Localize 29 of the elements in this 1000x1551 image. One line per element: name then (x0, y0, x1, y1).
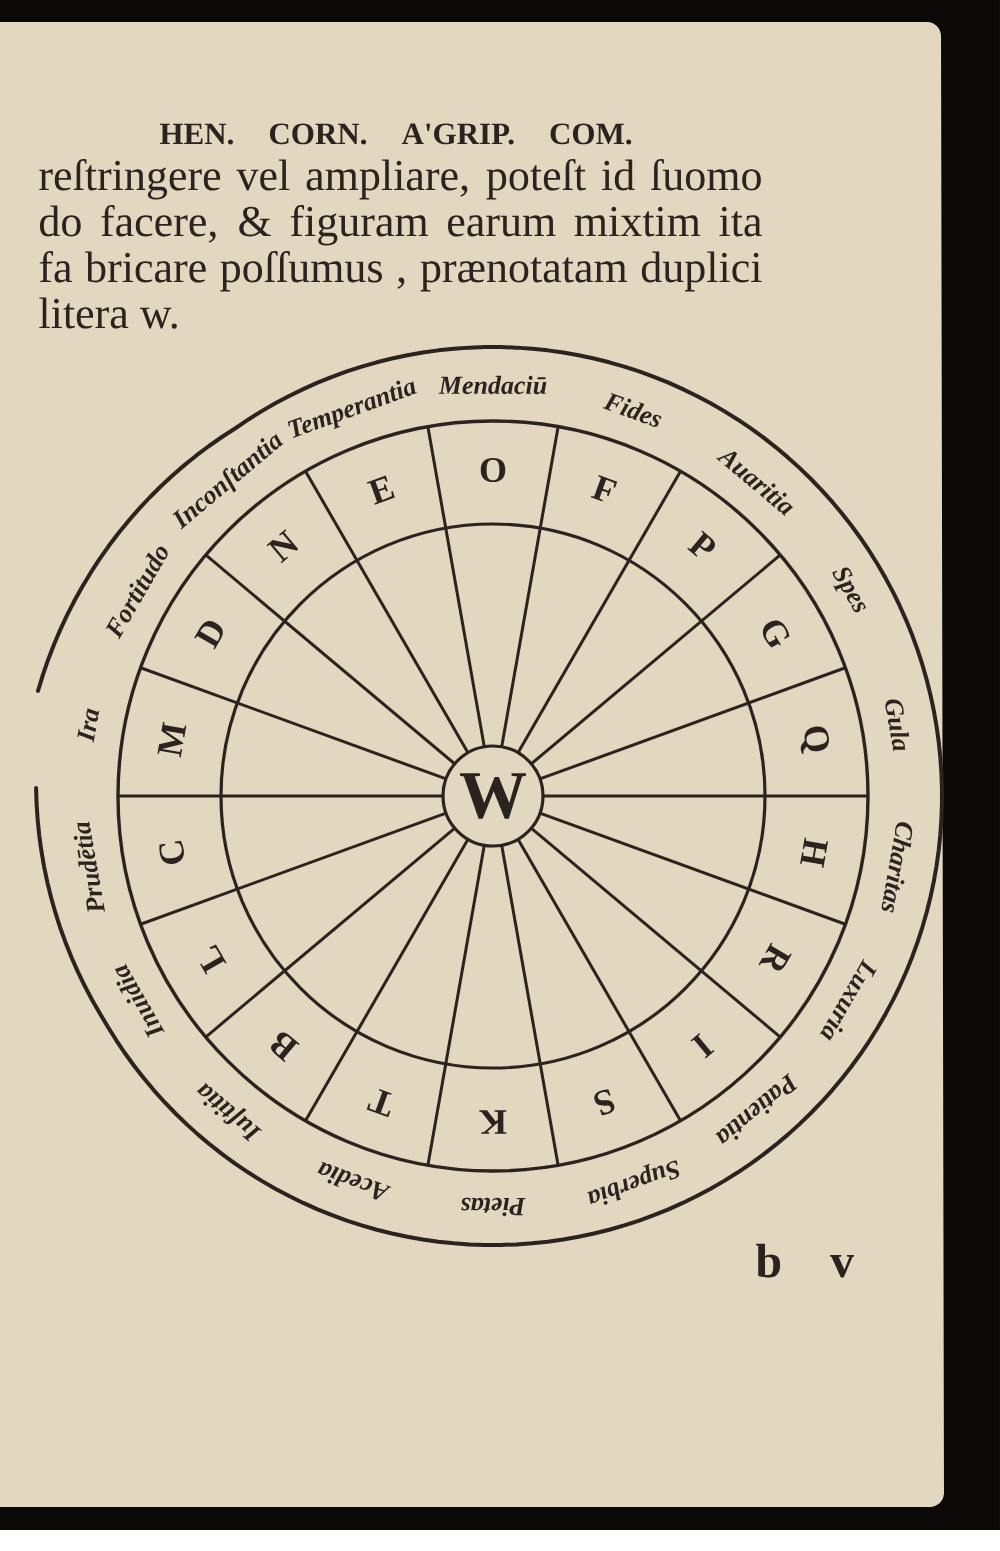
sector-letter: E (366, 475, 395, 505)
sector-letter: M (157, 721, 187, 758)
ring-word: Acedia (317, 1161, 392, 1200)
ring-word: Prudētia (73, 821, 105, 912)
signature-mark: b v (756, 1243, 855, 1278)
sector-letter: F (590, 475, 618, 502)
sector-letter: L (200, 944, 227, 975)
running-head: HEN. CORN. A'GRIP. COM. (159, 123, 632, 145)
body-text: reſtringere vel ampliare, poteſt id ſuomo do facere, & figuram earum mixtim ita fa bricare poſſumus , prænotatam duplici litera w. (39, 159, 762, 329)
sector-letter: B (271, 1032, 300, 1063)
sector-letter: T (366, 1089, 392, 1118)
sector-letter: N (266, 529, 299, 564)
ring-word: Fides (602, 392, 662, 427)
sector-letter: K (479, 1110, 507, 1134)
sector-letter: I (690, 1033, 715, 1059)
sector-letter: R (758, 942, 792, 971)
sector-letter: P (687, 530, 715, 557)
ring-word: Charitas (881, 822, 913, 913)
ring-word: Gula (885, 699, 910, 752)
sector-letter: S (594, 1089, 615, 1116)
sector-letter: Q (800, 726, 829, 755)
sector-letter: H (800, 837, 828, 868)
sector-letter: G (762, 620, 790, 648)
ring-word: Pietas (461, 1197, 526, 1217)
sector-letter: C (159, 840, 184, 864)
ring-word: Mendaciū (438, 375, 547, 395)
ring-word: Ira (77, 708, 100, 743)
sector-letter: O (480, 457, 506, 483)
sector-letter: D (194, 621, 223, 650)
